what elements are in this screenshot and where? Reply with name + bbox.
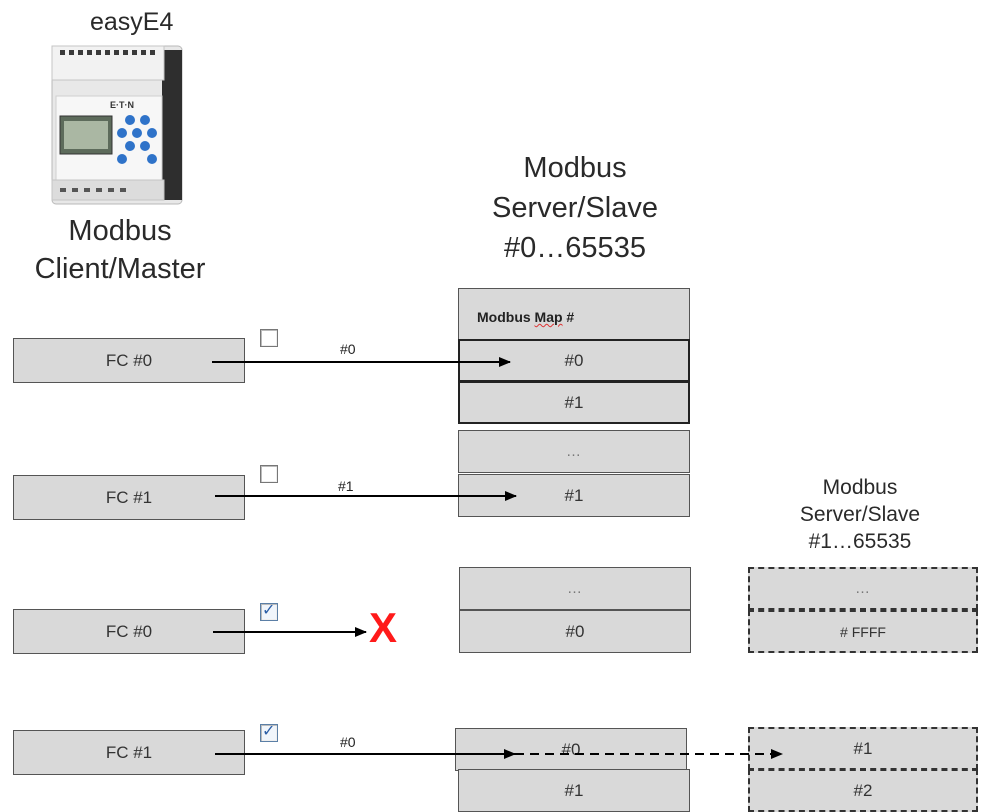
map-cell-1: #1 — [458, 381, 690, 424]
arrow-label-row-1: #0 — [340, 341, 356, 357]
map-cell-0: #0 — [458, 339, 690, 382]
fc-box-row-3: FC #0 — [13, 609, 245, 654]
server-slave-secondary-title: Modbus Server/Slave #1…65535 — [799, 476, 921, 553]
secondary-map-cell-ffff: # FFFF — [748, 610, 978, 653]
checkmark-icon: ✓ — [262, 602, 276, 619]
fc-box-row-4: FC #1 — [13, 730, 245, 775]
arrow-label-row-4: #0 — [340, 734, 356, 750]
map-cell-5: #1 — [458, 769, 690, 812]
fc-box-row-1: FC #0 — [13, 338, 245, 383]
easye4-device-image: E·T·N — [51, 45, 183, 205]
map-header-spellcheck-word: Map — [534, 309, 563, 325]
checkbox-row-2[interactable] — [260, 465, 278, 483]
arrow-label-row-2: #1 — [338, 478, 354, 494]
blocked-x-icon: X — [369, 604, 398, 651]
client-master-title: Modbus Client/Master — [34, 215, 206, 285]
checkbox-row-3[interactable]: ✓ — [260, 602, 278, 621]
modbus-map-header: Modbus Map # — [458, 288, 690, 340]
map-cell-ellipsis-1: … — [458, 430, 690, 473]
fc-box-row-2: FC #1 — [13, 475, 245, 520]
map-cell-ellipsis-2: … — [459, 567, 691, 610]
secondary-map-cell-ellipsis: … — [748, 567, 978, 610]
server-slave-title: Modbus Server/Slave #0…65535 — [491, 152, 658, 264]
checkbox-row-1[interactable] — [260, 329, 278, 347]
device-title: easyE4 — [90, 8, 174, 36]
map-cell-3: #0 — [459, 610, 691, 653]
brand-logo-text: E·T·N — [110, 100, 134, 110]
checkbox-row-4[interactable]: ✓ — [260, 723, 278, 742]
checkmark-icon: ✓ — [262, 723, 276, 740]
